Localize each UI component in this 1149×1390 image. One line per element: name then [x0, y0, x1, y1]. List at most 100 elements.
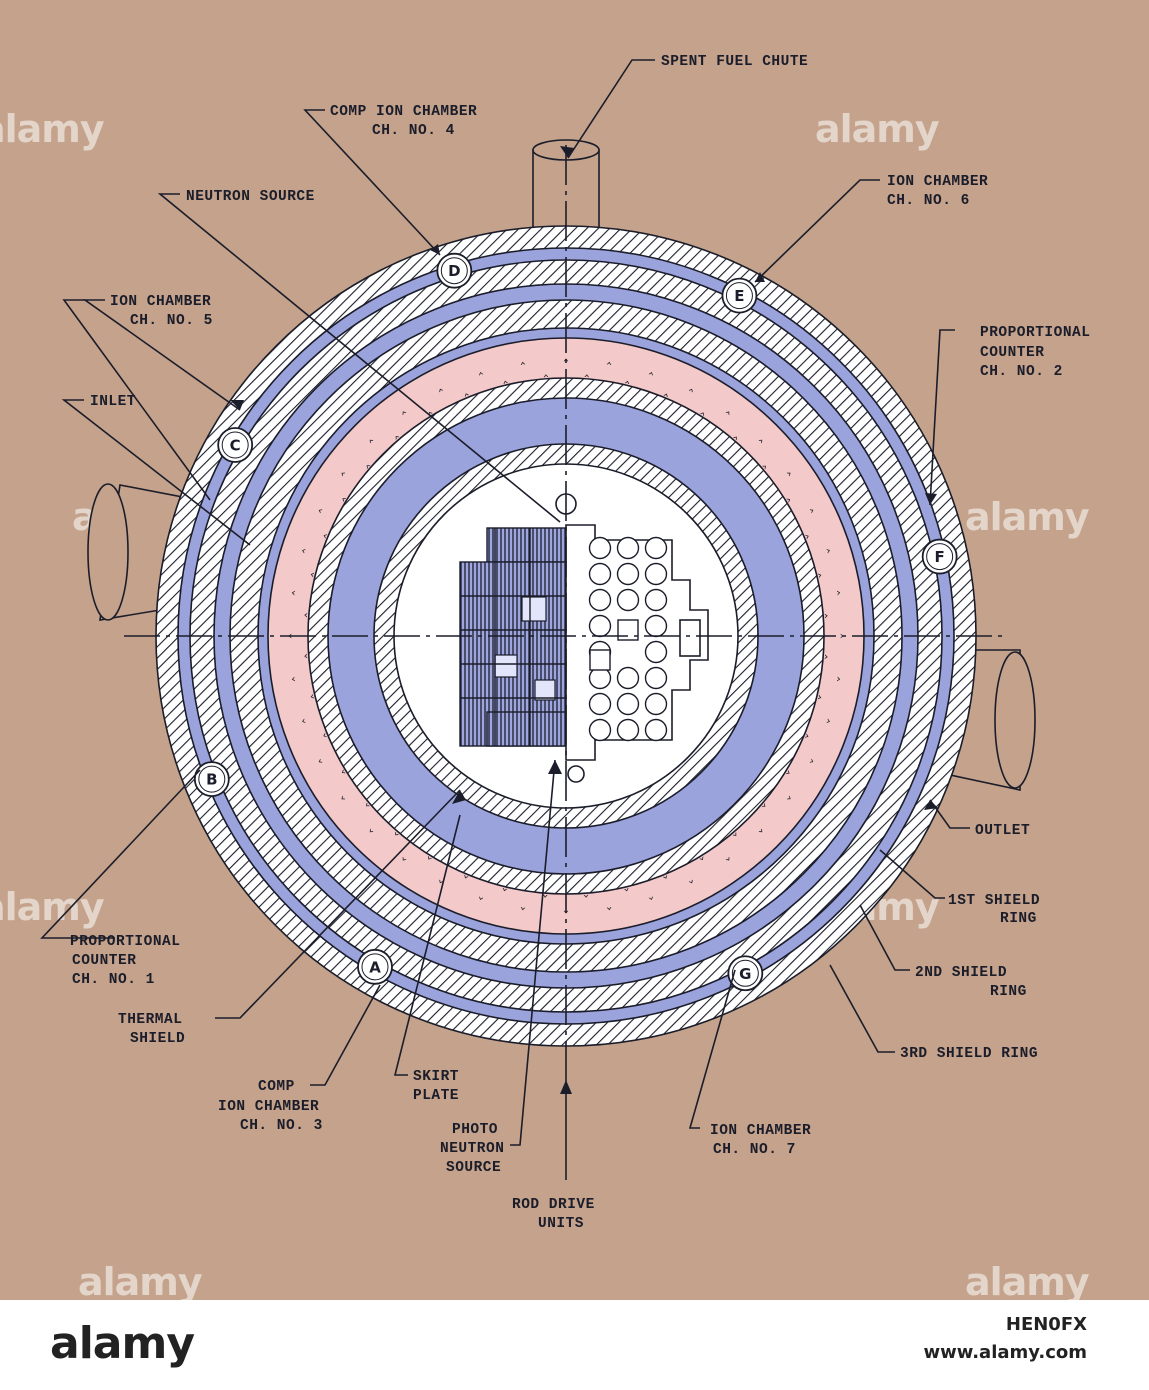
flow-chevron: ‸	[836, 677, 853, 684]
badge-ring	[436, 252, 473, 289]
badge-ring	[721, 277, 758, 314]
flow-chevron: ‸	[542, 362, 548, 378]
badge-inner-ring	[361, 953, 389, 981]
label-comp-ion-chamber-4: CH. NO. 4	[372, 123, 455, 139]
flow-chevron: ‸	[289, 718, 306, 728]
grid-hole	[616, 536, 640, 560]
label-photo-neutron-source: PHOTO	[452, 1122, 498, 1138]
badge-letter: D	[448, 262, 460, 280]
grid-hole	[644, 562, 668, 586]
flow-chevron: ‸	[648, 896, 658, 913]
flow-chevron: ‸	[432, 376, 444, 393]
chamber-badge-e: E	[721, 277, 758, 314]
label-third-shield-ring: 3RD SHIELD RING	[900, 1046, 1038, 1062]
label-proportional-counter-1: COUNTER	[72, 953, 136, 969]
flow-chevron: ‸	[648, 359, 658, 376]
label-comp-ion-chamber-3: COMP	[258, 1079, 295, 1095]
stock-footer: alamy HEN0FX www.alamy.com	[0, 1300, 1149, 1390]
label-ion-chamber-6: ION CHAMBER	[887, 174, 988, 190]
grid-hole	[588, 536, 612, 560]
chamber-badge-b: B	[193, 761, 230, 797]
label-comp-ion-chamber-3: CH. NO. 3	[240, 1118, 323, 1134]
label-proportional-counter-2: PROPORTIONAL	[980, 325, 1090, 341]
label-ion-chamber-5: CH. NO. 5	[130, 313, 213, 329]
grid-hole	[644, 588, 668, 612]
badge-letter: G	[739, 965, 751, 983]
flow-chevron: ‸	[306, 758, 323, 770]
flow-chevron: ‸	[583, 894, 589, 910]
chamber-badge-a: A	[357, 948, 393, 985]
flow-chevron: ‸	[826, 544, 843, 554]
badge-letter: E	[734, 287, 744, 305]
arrow-heads	[230, 146, 938, 1094]
reactor-core	[459, 493, 709, 783]
watermark: alamy	[0, 107, 105, 151]
flow-chevron: ‸	[824, 654, 840, 660]
label-proportional-counter-2: COUNTER	[980, 345, 1044, 361]
grid-hole	[644, 692, 668, 716]
flow-chevron: ‸	[474, 896, 484, 913]
watermark: alamy	[0, 885, 105, 929]
flow-chevron: ‸	[311, 528, 328, 539]
watermark-layer: alamy alamy alamy alamy alamy alamy alam…	[0, 107, 1091, 1304]
grid-hole	[644, 614, 668, 638]
fuel-element-block	[459, 527, 567, 747]
grid-hole	[616, 666, 640, 690]
center-lines	[124, 145, 1008, 1080]
flow-chevron: ‸	[826, 718, 843, 728]
label-ion-chamber-7: CH. NO. 7	[713, 1142, 796, 1158]
watermark: alamy	[965, 495, 1090, 539]
stock-url: www.alamy.com	[923, 1342, 1087, 1363]
flow-chevron: ‸	[292, 611, 308, 617]
flow-chevron: ‸	[279, 676, 296, 683]
label-ion-chamber-5: ION CHAMBER	[110, 294, 211, 310]
stock-logo: alamy	[50, 1318, 195, 1369]
grid-hole	[588, 718, 612, 742]
label-proportional-counter-1: PROPORTIONAL	[70, 934, 180, 950]
reactor-cross-section-diagram: alamy alamy alamy alamy alamy alamy alam…	[0, 54, 1091, 1304]
flow-chevron: ‸	[459, 381, 470, 398]
flow-chevron: ‸	[541, 894, 547, 910]
flow-chevron: ‸	[564, 346, 569, 362]
label-ion-chamber-6: CH. NO. 6	[887, 193, 970, 209]
flow-chevron: ‸	[311, 732, 328, 743]
badge-ring	[921, 538, 958, 575]
leader-lines	[40, 59, 970, 1180]
badge-letter: C	[230, 437, 241, 455]
chamber-badge-g: G	[727, 955, 764, 992]
grid-hole	[644, 666, 668, 690]
grid-hole	[588, 692, 612, 716]
label-first-shield-ring: 1ST SHIELD	[948, 893, 1040, 909]
flow-chevron: ‸	[298, 694, 315, 703]
flow-chevron: ‸	[518, 906, 525, 923]
flow-chevron: ‸	[688, 377, 700, 394]
flow-chevron: ‸	[499, 887, 508, 904]
flow-chevron: ‸	[432, 879, 444, 896]
flow-chevron: ‸	[474, 359, 484, 376]
diagram-stage: alamy alamy alamy alamy alamy alamy alam…	[0, 54, 1091, 1304]
badge-letter: B	[206, 771, 217, 789]
flow-chevron: ‸	[824, 612, 840, 618]
flow-chevron: ‸	[298, 569, 315, 578]
control-rod-slot	[589, 649, 611, 671]
badge-inner-ring	[221, 431, 249, 459]
grid-hole	[588, 614, 612, 638]
chamber-badge-d: D	[436, 252, 473, 289]
label-outlet: OUTLET	[975, 823, 1030, 839]
flow-chevron: ‸	[500, 368, 509, 385]
label-rod-drive-units: ROD DRIVE	[512, 1197, 595, 1213]
grid-hole	[616, 718, 640, 742]
flow-chevron: ‸	[584, 362, 590, 378]
flow-chevron: ‸	[624, 887, 633, 904]
flow-chevron: ‸	[289, 544, 306, 554]
flow-chevron: ‸	[607, 349, 614, 366]
grid-holes	[588, 536, 668, 742]
badge-ring	[727, 955, 764, 992]
label-first-shield-ring: RING	[1000, 911, 1037, 927]
grid-hole	[616, 588, 640, 612]
grid-hole	[616, 562, 640, 586]
label-spent-fuel-chute: SPENT FUEL CHUTE	[661, 54, 808, 70]
grid-hole	[588, 562, 612, 586]
label-rod-drive-units: UNITS	[538, 1216, 584, 1232]
chamber-badge-c: C	[217, 427, 254, 463]
